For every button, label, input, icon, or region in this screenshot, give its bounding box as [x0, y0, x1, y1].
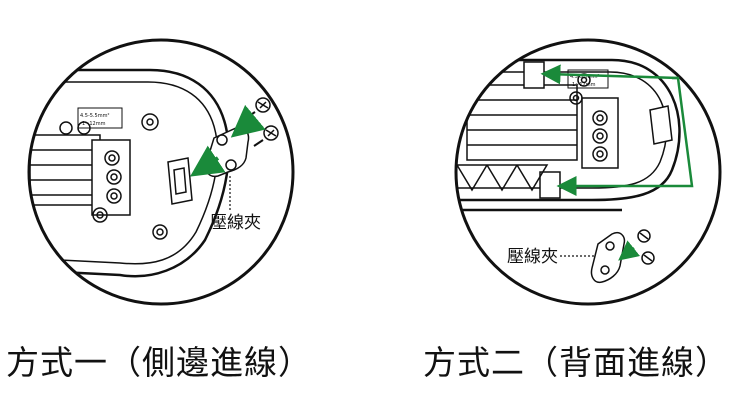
left-caption: 方式一（側邊進線）: [6, 343, 312, 382]
right-housing: [456, 58, 681, 202]
right-callout-label: 壓線夾: [507, 247, 558, 267]
left-insert-arrows: [190, 104, 266, 177]
right-diagram: 4.5-5.5mm² 1~12mm 壓線夾: [454, 38, 722, 306]
right-cable-clamp: [590, 232, 626, 284]
right-detail-circle: [454, 38, 722, 306]
left-diagram: 4.5-5.5mm² 1~12mm 壓線夾: [27, 38, 295, 306]
left-tiny-label-1: 4.5-5.5mm²: [80, 113, 109, 119]
right-insert-arrows: [540, 64, 694, 196]
right-caption: 方式二（背面進線）: [423, 343, 729, 382]
left-housing: [29, 68, 230, 278]
right-tiny-label-1: 4.5-5.5mm²: [570, 74, 599, 80]
right-screw-icon: [641, 251, 655, 265]
left-callout-label: 壓線夾: [210, 213, 261, 233]
left-screw-icon: [253, 125, 279, 147]
left-detail-circle: [27, 38, 295, 306]
right-clamp-arrow: [618, 240, 641, 261]
right-tiny-label-2: 1~12mm: [572, 82, 596, 88]
left-tiny-label-2: 1~12mm: [82, 121, 106, 127]
right-screw-icon: [637, 229, 651, 243]
